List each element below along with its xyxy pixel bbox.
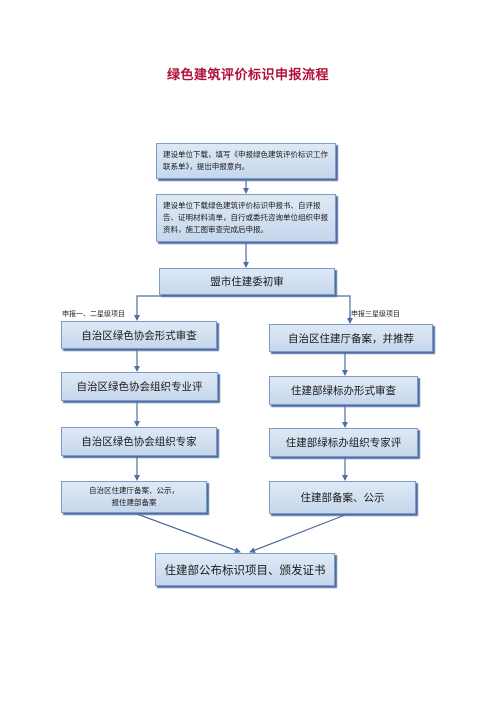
right-step-form-review: 住建部绿标办形式审查 [269,376,418,405]
step-download-contact-form: 建设单位下载，填写《申报绿色建筑评价标识工作联系单》，提出申报意向。 [156,143,336,179]
right-step-filing-publicity-text: 住建部备案、公示 [300,492,385,504]
right-step-expert-review: 住建部绿标办组织专家评 [269,428,418,457]
branch-connector [136,295,351,323]
left-step-professional-evaluation-text: 自治区绿色协会组织专业评 [76,381,203,393]
branch-label-three-star: 申报三星级项目 [351,310,400,318]
step-prepare-application-text: 建设单位下载绿色建筑评价标识申报书、自评报告、证明材料清单，自行或委托咨询单位组… [163,201,328,234]
left-step-expert-review: 自治区绿色协会组织专家 [61,427,217,456]
left-step-form-review-text: 自治区绿色协会形式审查 [81,329,197,342]
right-step-form-review-text: 住建部绿标办形式审查 [291,385,396,397]
final-step-publish-certificate: 住建部公布标识项目、颁发证书 [155,553,335,586]
arrow-right4-to-final [249,514,346,553]
right-step-filing-recommend-text: 自治区住建厅备案，并推荐 [288,332,414,345]
step-league-city-review: 盟市住建委初审 [159,268,335,295]
left-step-expert-review-text: 自治区绿色协会组织专家 [81,436,197,448]
branch-label-one-two-star: 申报一、二星级项目 [62,310,125,318]
step-prepare-application: 建设单位下载绿色建筑评价标识申报书、自评报告、证明材料清单，自行或委托咨询单位组… [156,194,336,242]
step-league-city-review-text: 盟市住建委初审 [210,276,284,288]
final-step-publish-certificate-text: 住建部公布标识项目、颁发证书 [164,562,326,577]
step-download-contact-form-text: 建设单位下载，填写《申报绿色建筑评价标识工作联系单》，提出申报意向。 [163,150,328,171]
left-step-filing-publicity-line1: 自治区住建厅备案、公示， [89,486,179,495]
left-step-form-review: 自治区绿色协会形式审查 [61,321,217,349]
left-step-professional-evaluation: 自治区绿色协会组织专业评 [61,372,218,401]
right-step-filing-publicity: 住建部备案、公示 [269,481,416,514]
left-step-filing-publicity: 自治区住建厅备案、公示， 报住建部备案 [61,481,207,513]
arrow-left4-to-final [136,513,241,554]
right-step-expert-review-text: 住建部绿标办组织专家评 [285,437,402,449]
page-title: 绿色建筑评价标识申报流程 [166,68,329,83]
right-step-filing-recommend: 自治区住建厅备案，并推荐 [269,324,433,352]
left-step-filing-publicity-line2: 报住建部备案 [111,498,157,507]
